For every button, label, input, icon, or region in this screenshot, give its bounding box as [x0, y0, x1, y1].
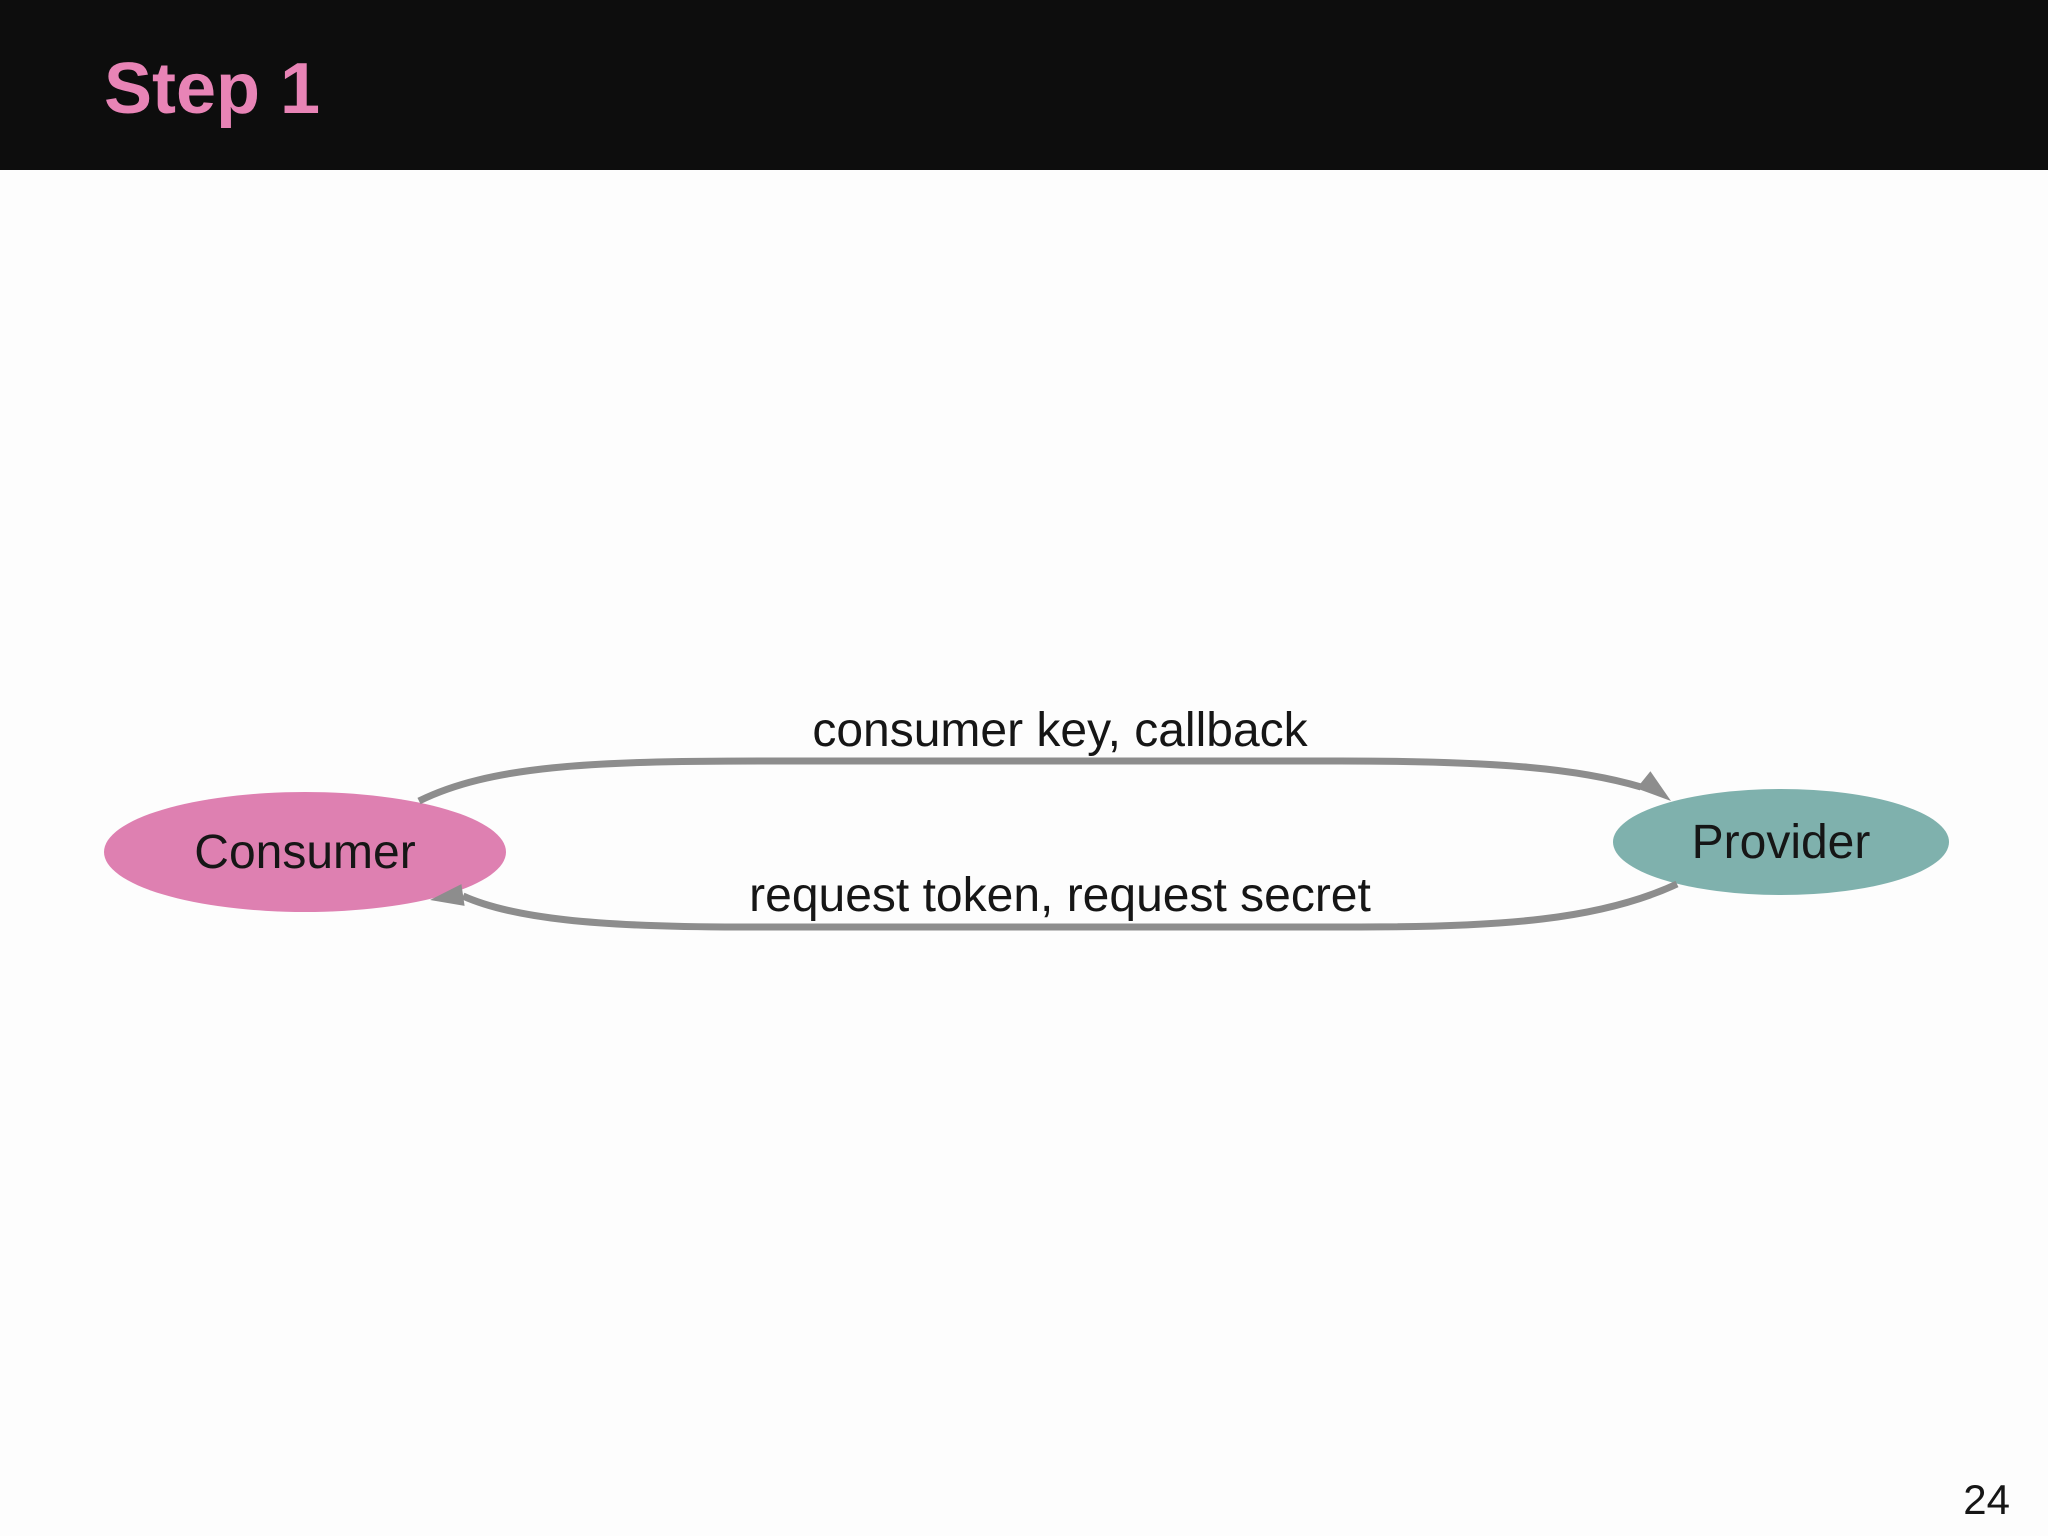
edge-curve-top: [417, 757, 1642, 805]
node-provider-label: Provider: [1691, 815, 1871, 869]
page-number: 24: [1963, 1476, 2010, 1523]
node-provider: Provider: [1613, 789, 1949, 895]
edge-consumer-to-provider: [417, 757, 1671, 805]
edge-label-request-token-secret: request token, request secret: [749, 869, 1371, 922]
node-consumer-label: Consumer: [194, 825, 416, 879]
arrowhead-to-provider-icon: [1636, 771, 1671, 801]
node-consumer: Consumer: [104, 792, 506, 912]
diagram-canvas: Consumer Provider consumer key, callback…: [0, 170, 2048, 1536]
slide-title: Step 1: [104, 49, 321, 130]
edge-label-consumer-key-callback: consumer key, callback: [812, 704, 1308, 757]
header-bar: Step 1: [0, 0, 2048, 170]
